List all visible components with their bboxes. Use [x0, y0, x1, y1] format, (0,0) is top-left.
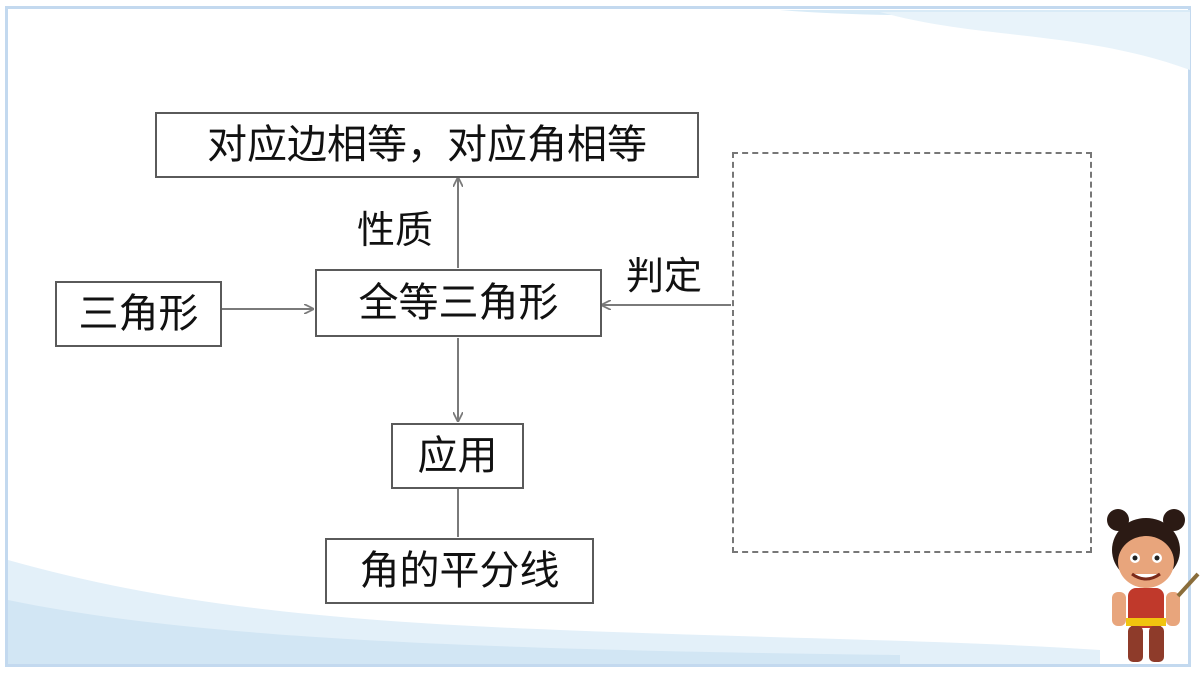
angle-bisector-box: 角的平分线 — [325, 538, 594, 604]
triangle-box: 三角形 — [55, 281, 222, 347]
properties-result-box: 对应边相等，对应角相等 — [155, 112, 699, 178]
cartoon-mascot-image — [1107, 509, 1200, 662]
application-box: 应用 — [391, 423, 524, 489]
property-edge-label: 性质 — [357, 208, 434, 252]
criteria-placeholder-box — [732, 152, 1092, 553]
congruent-triangle-box: 全等三角形 — [315, 269, 602, 337]
criteria-edge-label: 判定 — [626, 254, 703, 298]
